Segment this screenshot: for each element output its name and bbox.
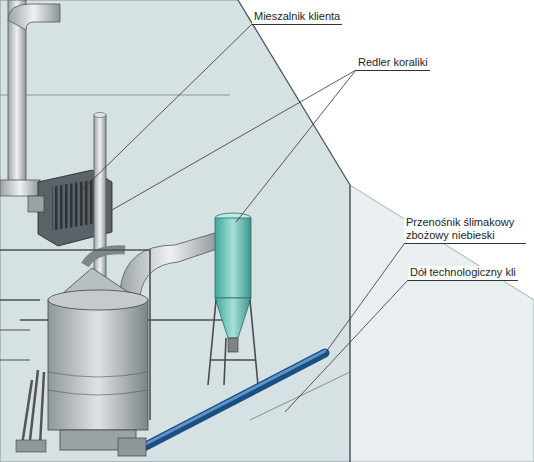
callout-label: Redler koraliki	[356, 56, 430, 71]
callout-label: Mieszalnik klienta	[252, 10, 342, 25]
callout-label: Przenośnik ślimakowy zbożowy niebieski	[404, 216, 526, 244]
callout-label: Dół technologiczny kli	[408, 266, 518, 281]
